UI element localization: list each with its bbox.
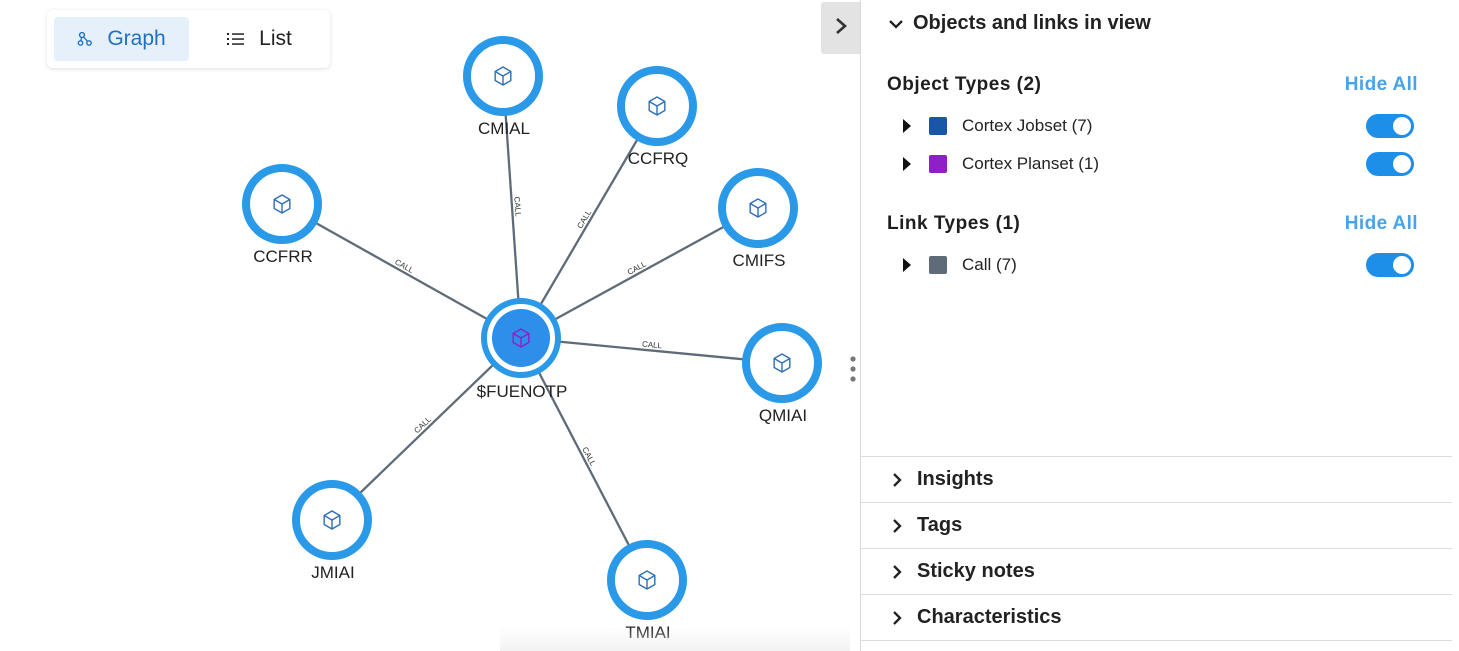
graph-edge[interactable]	[520, 336, 783, 365]
object-type-label: Cortex Jobset (7)	[962, 116, 1093, 135]
graph-node-qmiai[interactable]: QMIAI	[742, 323, 822, 425]
insights-label: Insights	[917, 468, 994, 490]
nodes-layer: CMIALCCFRQCCFRRCMIFSQMIAIJMIAITMIAI$FUEN…	[242, 36, 822, 642]
cube-icon	[638, 570, 656, 590]
object-type-label: Cortex Planset (1)	[962, 154, 1099, 173]
node-label: JMIAI	[311, 563, 354, 582]
object-type-row-cortex-jobset: Cortex Jobset (7)	[901, 111, 1414, 141]
node-label: CMIFS	[733, 251, 786, 270]
switch-knob	[1393, 117, 1411, 135]
cube-icon	[773, 353, 791, 373]
cube-icon	[323, 510, 341, 530]
graph-edge[interactable]	[331, 337, 522, 521]
sticky-notes-section-header[interactable]: Sticky notes	[891, 560, 1035, 583]
graph-edge[interactable]	[501, 75, 523, 339]
edge-label: CALL	[512, 196, 522, 217]
drag-handle-icon[interactable]	[849, 356, 857, 382]
expand-caret-icon[interactable]	[903, 119, 911, 133]
graph-node-cmifs[interactable]: CMIFS	[718, 168, 798, 270]
characteristics-section[interactable]: Characteristics	[861, 594, 1452, 641]
cube-icon	[273, 194, 291, 214]
graph-node-ccfrr[interactable]: CCFRR	[242, 164, 322, 266]
list-view-button[interactable]: List	[197, 17, 322, 61]
graph-node-ccfrq[interactable]: CCFRQ	[617, 66, 697, 168]
node-label: CMIAL	[478, 119, 530, 138]
side-panel: Objects and links in view Object Types (…	[860, 0, 1459, 651]
collapse-panel-button[interactable]	[821, 2, 860, 54]
cube-icon	[749, 198, 767, 218]
canvas-bottom-shadow	[500, 626, 850, 651]
cube-icon	[648, 96, 666, 116]
sticky-notes-section[interactable]: Sticky notes	[861, 548, 1452, 595]
object-types-title: Object Types (2)	[887, 74, 1042, 95]
objects-links-title: Objects and links in view	[913, 12, 1151, 34]
graph-node-cmial[interactable]: CMIAL	[463, 36, 543, 138]
graph-view-button[interactable]: Graph	[54, 17, 189, 61]
chevron-right-icon	[834, 16, 848, 41]
graph-edge[interactable]	[520, 105, 658, 339]
graph-edge[interactable]	[519, 337, 649, 581]
insights-section-header[interactable]: Insights	[891, 468, 994, 491]
node-label: CCFRR	[253, 247, 313, 266]
graph-node-center[interactable]: $FUENOTP	[477, 298, 568, 401]
toggle-switch-call[interactable]	[1366, 253, 1414, 277]
node-label: $FUENOTP	[477, 382, 568, 401]
object-types-hide-all-button[interactable]: Hide All	[1344, 74, 1418, 95]
color-swatch	[929, 155, 947, 173]
sticky-notes-label: Sticky notes	[917, 560, 1035, 582]
link-types-title: Link Types (1)	[887, 213, 1021, 234]
tags-section-header[interactable]: Tags	[891, 514, 962, 537]
chevron-down-icon	[887, 18, 907, 30]
switch-knob	[1393, 256, 1411, 274]
color-swatch	[929, 117, 947, 135]
switch-knob	[1393, 155, 1411, 173]
chevron-right-icon	[891, 518, 911, 534]
node-label: CCFRQ	[628, 149, 688, 168]
link-types-hide-all-button[interactable]: Hide All	[1344, 213, 1418, 234]
cube-icon	[494, 66, 512, 86]
objects-links-section-header[interactable]: Objects and links in view	[887, 12, 1151, 35]
chevron-right-icon	[891, 610, 911, 626]
list-icon	[227, 31, 245, 47]
link-type-row-call: Call (7)	[901, 250, 1414, 280]
color-swatch	[929, 256, 947, 274]
toggle-switch-cortex-jobset[interactable]	[1366, 114, 1414, 138]
cube-icon	[512, 328, 530, 348]
expand-caret-icon[interactable]	[903, 258, 911, 272]
tags-label: Tags	[917, 514, 963, 536]
toggle-switch-cortex-planset[interactable]	[1366, 152, 1414, 176]
expand-caret-icon[interactable]	[903, 157, 911, 171]
insights-section[interactable]: Insights	[861, 456, 1452, 503]
graph-icon	[77, 31, 93, 47]
link-type-label: Call (7)	[962, 255, 1017, 274]
chevron-right-icon	[891, 472, 911, 488]
graph-view-label: Graph	[107, 27, 166, 50]
tags-section[interactable]: Tags	[861, 502, 1452, 549]
characteristics-section-header[interactable]: Characteristics	[891, 606, 1062, 629]
graph-node-jmiai[interactable]: JMIAI	[292, 480, 372, 582]
characteristics-label: Characteristics	[917, 606, 1062, 628]
chevron-right-icon	[891, 564, 911, 580]
graph-edge[interactable]	[281, 202, 522, 340]
section-divider	[861, 640, 1452, 641]
edge-label: CALL	[642, 340, 663, 351]
view-toggle: Graph List	[47, 10, 330, 68]
object-type-row-cortex-planset: Cortex Planset (1)	[901, 149, 1414, 179]
list-view-label: List	[259, 27, 292, 50]
node-label: QMIAI	[759, 406, 807, 425]
graph-edge[interactable]	[520, 206, 759, 340]
